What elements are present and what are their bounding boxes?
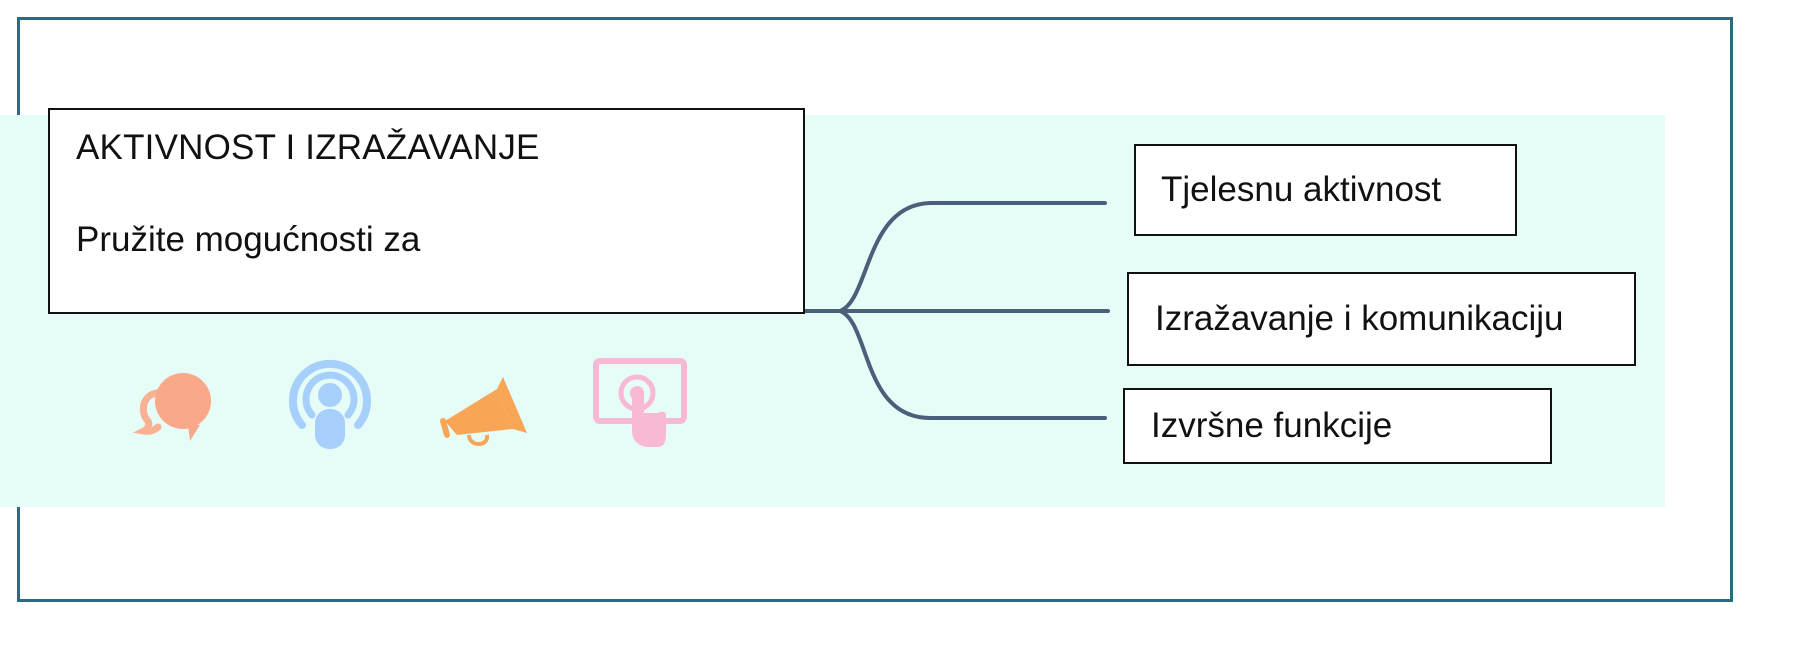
branch-box-physical-activity: Tjelesnu aktivnost <box>1134 144 1517 236</box>
branch-label: Izražavanje i komunikaciju <box>1155 299 1564 338</box>
branch-box-expression-communication: Izražavanje i komunikaciju <box>1127 272 1636 366</box>
main-topic-box: AKTIVNOST I IZRAŽAVANJE Pružite mogućnos… <box>48 108 805 314</box>
branch-label: Tjelesnu aktivnost <box>1161 170 1442 209</box>
megaphone-icon <box>435 355 535 455</box>
branch-label: Izvršne funkcije <box>1151 406 1393 445</box>
main-subtitle: Pružite mogućnosti za <box>76 220 421 259</box>
podcast-icon <box>280 355 380 455</box>
speech-bubbles-icon <box>130 355 230 455</box>
connector-branch-3 <box>838 309 1107 420</box>
connector-branch-1 <box>838 201 1107 313</box>
branch-box-executive-functions: Izvršne funkcije <box>1123 388 1552 464</box>
icon-row <box>130 355 690 455</box>
touch-screen-icon <box>590 355 690 455</box>
main-title: AKTIVNOST I IZRAŽAVANJE <box>76 128 540 167</box>
